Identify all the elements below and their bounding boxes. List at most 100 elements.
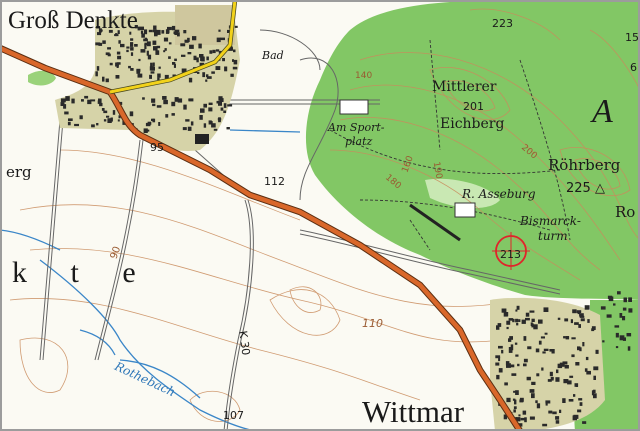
building — [219, 98, 224, 102]
building — [198, 43, 202, 49]
building — [565, 336, 570, 340]
building — [531, 318, 535, 322]
building — [512, 318, 515, 323]
building — [514, 342, 518, 345]
building — [504, 382, 508, 386]
building — [521, 319, 526, 324]
building — [174, 29, 180, 33]
building — [153, 25, 157, 30]
feature-label-bad: Bad — [262, 49, 284, 62]
building — [555, 420, 560, 424]
building — [189, 44, 194, 49]
building — [108, 29, 113, 33]
building — [518, 319, 521, 322]
building — [550, 376, 554, 380]
building — [190, 121, 194, 126]
building — [128, 65, 131, 69]
clearing — [425, 178, 500, 209]
building — [220, 107, 224, 111]
feature-label-bismarck-1: Bismarck- — [520, 214, 581, 228]
building — [529, 389, 535, 393]
building — [523, 358, 528, 363]
building — [140, 49, 146, 53]
building — [144, 44, 147, 49]
building — [513, 406, 517, 410]
building — [576, 310, 582, 314]
building — [81, 99, 84, 102]
building — [134, 25, 138, 29]
building — [579, 315, 585, 318]
building — [199, 62, 205, 67]
building — [580, 318, 585, 322]
building — [142, 97, 145, 100]
building — [196, 57, 199, 63]
building — [619, 335, 625, 341]
building — [501, 349, 504, 354]
building — [150, 62, 153, 67]
building — [552, 411, 557, 415]
building — [218, 29, 221, 32]
building — [218, 50, 222, 54]
building — [60, 98, 66, 103]
building — [557, 317, 561, 320]
elevation-label-201: 201 — [463, 100, 484, 113]
building — [555, 377, 560, 382]
building — [174, 31, 179, 35]
building — [147, 54, 152, 60]
elevation-label-107: 107 — [223, 409, 244, 422]
elevation-label-6: 6 — [630, 61, 637, 74]
building — [143, 128, 148, 133]
building — [145, 122, 151, 127]
building — [120, 43, 125, 48]
building — [177, 32, 180, 37]
building — [556, 369, 559, 374]
place-label-ro-fragment: Ro — [615, 203, 636, 221]
building — [144, 42, 148, 46]
building — [96, 26, 101, 29]
building — [518, 414, 521, 417]
building — [157, 73, 161, 78]
contour-lines — [9, 8, 640, 422]
feature-label-letter-a: A — [592, 93, 613, 130]
building — [98, 42, 103, 46]
building — [233, 59, 238, 65]
building — [139, 26, 144, 31]
building — [512, 398, 516, 401]
building — [508, 350, 513, 353]
building — [206, 76, 212, 79]
building — [117, 55, 122, 60]
building — [551, 378, 554, 381]
building — [84, 95, 89, 99]
building — [562, 361, 568, 365]
building — [201, 57, 205, 62]
building — [141, 33, 145, 38]
building — [232, 59, 234, 62]
building — [203, 123, 207, 128]
building — [522, 410, 527, 415]
building — [582, 421, 587, 424]
forest-area-west-patch — [28, 70, 56, 86]
contour-label-140: 140 — [355, 71, 373, 81]
building — [115, 75, 120, 79]
building — [129, 31, 132, 35]
building — [183, 104, 187, 110]
building — [117, 30, 120, 34]
building — [107, 118, 112, 123]
building — [508, 347, 514, 351]
building — [177, 98, 183, 103]
building — [593, 366, 599, 371]
building — [112, 110, 116, 115]
building — [150, 71, 155, 74]
building — [188, 98, 191, 101]
building — [156, 105, 162, 108]
building — [516, 322, 519, 326]
building — [110, 117, 113, 122]
building — [559, 362, 565, 367]
building — [520, 417, 526, 421]
building — [579, 347, 582, 352]
building — [165, 114, 169, 118]
building — [95, 42, 101, 46]
building — [232, 66, 238, 70]
